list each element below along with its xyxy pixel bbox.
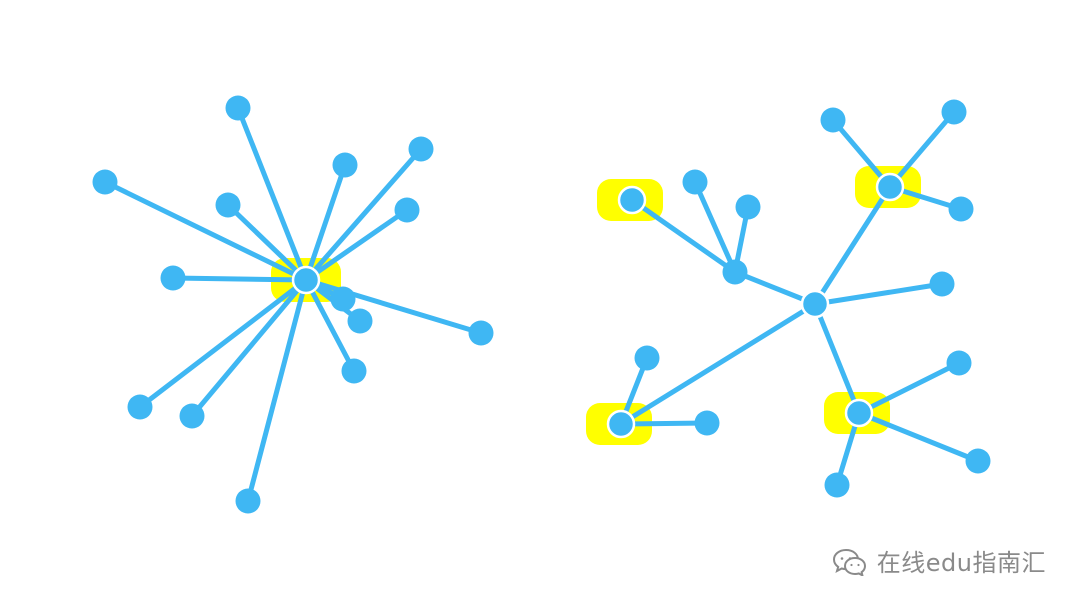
node-decentralized-network-c1 [946, 350, 972, 376]
node-centralized-network-n1 [225, 95, 251, 121]
node-decentralized-network-c2 [965, 448, 991, 474]
node-centralized-network-n4 [332, 152, 358, 178]
node-decentralized-network-center [800, 289, 830, 319]
edge-centralized-network-hub-n2 [102, 179, 309, 283]
edge-centralized-network-hub-n7 [170, 275, 309, 283]
edge-centralized-network-hub-n1 [235, 105, 309, 283]
edge-decentralized-network-center-left-hub [732, 269, 818, 307]
node-decentralized-network-b1 [820, 107, 846, 133]
node-centralized-network-n10 [341, 358, 367, 384]
edge-decentralized-network-left-hub-a [629, 197, 738, 275]
node-decentralized-network-b2 [941, 99, 967, 125]
node-decentralized-network-d [606, 409, 636, 439]
edge-decentralized-network-center-b [812, 184, 893, 307]
node-centralized-network-n13 [235, 488, 261, 514]
watermark: 在线edu指南汇 [831, 543, 1046, 578]
node-decentralized-network-lh1 [682, 169, 708, 195]
watermark-text: 在线edu指南汇 [876, 549, 1046, 577]
edge-centralized-network-hub-n10 [303, 277, 357, 374]
node-decentralized-network-r1 [929, 271, 955, 297]
node-centralized-network-hub [291, 265, 321, 295]
node-centralized-network-n2 [92, 169, 118, 195]
node-centralized-network-n8 [347, 308, 373, 334]
edge-decentralized-network-b-b1 [830, 117, 893, 190]
node-decentralized-network-d1 [634, 345, 660, 371]
node-decentralized-network-a [617, 185, 647, 215]
edge-decentralized-network-b-b2 [887, 109, 957, 190]
edge-centralized-network-hub-n5 [303, 146, 424, 283]
edge-decentralized-network-c-c1 [856, 360, 962, 416]
edge-centralized-network-hub-n9 [303, 277, 484, 336]
edge-decentralized-network-center-c [812, 301, 862, 416]
node-centralized-network-n3 [215, 192, 241, 218]
wechat-icon [832, 548, 866, 576]
node-centralized-network-n6 [394, 197, 420, 223]
edge-decentralized-network-center-d [618, 301, 818, 427]
node-decentralized-network-b3 [948, 196, 974, 222]
edge-centralized-network-hub-n11 [137, 277, 309, 410]
node-decentralized-network-c3 [824, 472, 850, 498]
node-decentralized-network-c [844, 398, 874, 428]
edge-centralized-network-hub-n12 [189, 277, 309, 419]
node-centralized-network-n9 [468, 320, 494, 346]
node-decentralized-network-left-hub [722, 259, 748, 285]
edge-decentralized-network-center-r1 [812, 281, 945, 307]
node-centralized-network-n11 [127, 394, 153, 420]
node-centralized-network-n7 [160, 265, 186, 291]
node-centralized-network-n12 [179, 403, 205, 429]
edge-decentralized-network-c-c2 [856, 410, 981, 464]
edge-decentralized-network-left-hub-lh1 [692, 179, 738, 275]
node-decentralized-network-lh2 [735, 194, 761, 220]
node-centralized-network-n5 [408, 136, 434, 162]
edge-centralized-network-hub-n6 [303, 207, 410, 283]
edge-centralized-network-hub-n4 [303, 162, 348, 283]
node-centralized-network-n14 [330, 286, 356, 312]
node-decentralized-network-d2 [694, 410, 720, 436]
edge-decentralized-network-d-d2 [618, 420, 710, 427]
edge-centralized-network-hub-n3 [225, 202, 309, 283]
node-decentralized-network-b [875, 172, 905, 202]
edge-centralized-network-hub-n13 [245, 277, 309, 504]
